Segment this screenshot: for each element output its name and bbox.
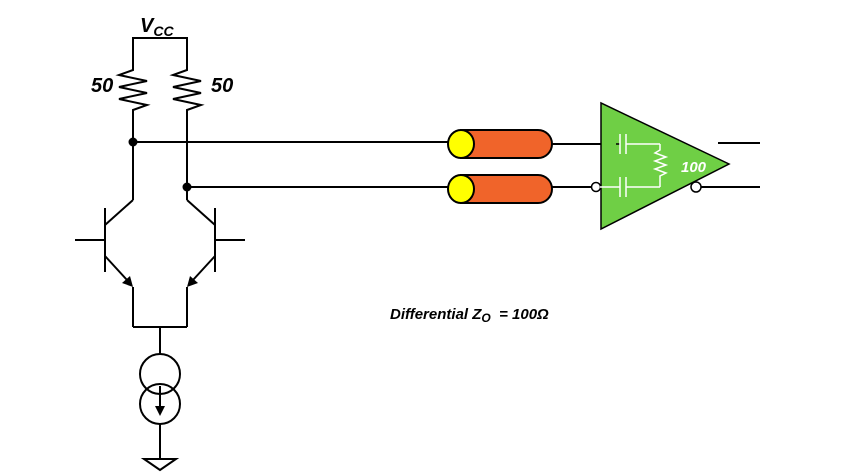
termination-resistor <box>652 144 669 187</box>
vcc-label: VCC <box>140 15 174 39</box>
caption-sub: O <box>481 311 491 325</box>
vcc-v: V <box>140 15 155 37</box>
ground-symbol <box>140 458 180 472</box>
coax-cable-bottom <box>447 174 553 204</box>
termination-label: 100 <box>681 159 707 176</box>
input-inversion-bubble <box>590 181 602 193</box>
output-inversion-bubble <box>690 181 702 193</box>
current-source <box>139 353 181 425</box>
emitter-join <box>133 326 187 355</box>
caption-suffix: = 100Ω <box>491 306 549 323</box>
capacitor-top <box>616 134 660 154</box>
emitter-arrow-right <box>187 276 198 287</box>
resistor-right-label: 50 <box>211 75 233 97</box>
cable-jacket-bottom <box>460 174 553 204</box>
caption-prefix: Differential Z <box>390 306 482 323</box>
resistor-left-label: 50 <box>91 75 113 97</box>
impedance-caption: Differential ZO = 100Ω <box>390 306 549 325</box>
current-arrow <box>155 406 165 416</box>
resistor-left <box>115 62 151 118</box>
emitter-arrow-left <box>122 276 133 287</box>
capacitor-bottom <box>616 177 660 197</box>
vcc-rail <box>132 37 188 62</box>
resistor-right <box>169 62 205 118</box>
vcc-sub: CC <box>153 23 174 39</box>
transistor-right <box>186 199 245 327</box>
transistor-left <box>75 199 134 327</box>
cable-conductor-bottom <box>447 174 475 204</box>
coax-cable-top <box>447 129 553 159</box>
cable-conductor-top <box>447 129 475 159</box>
cable-jacket-top <box>460 129 553 159</box>
